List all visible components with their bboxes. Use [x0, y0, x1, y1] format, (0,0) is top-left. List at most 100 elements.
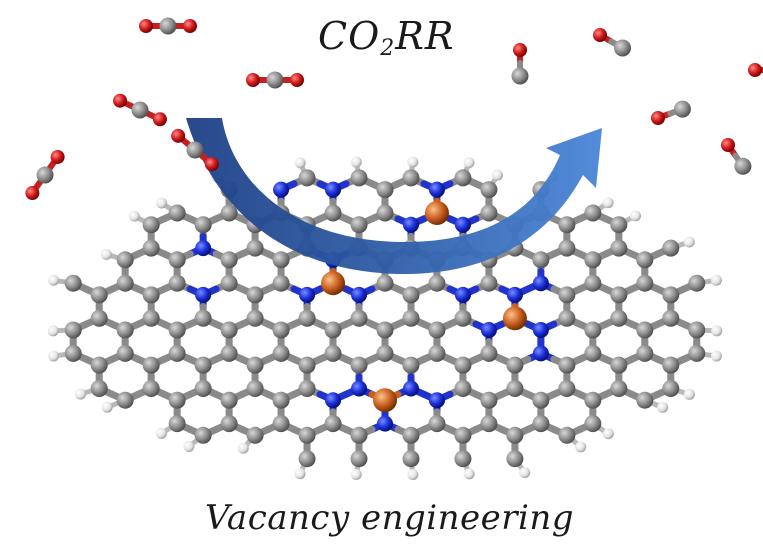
carbon-atom — [558, 356, 576, 374]
oxygen-atom — [25, 186, 40, 201]
carbon-atom — [90, 356, 108, 374]
carbon-atom — [272, 391, 290, 409]
carbon-atom — [610, 309, 628, 327]
oxygen-atom — [204, 157, 219, 172]
carbon-atom — [350, 169, 368, 187]
nitrogen-atom — [299, 286, 316, 303]
diagram-title: CO2RR — [318, 14, 455, 61]
carbon-atom — [298, 356, 316, 374]
carbon-atom — [662, 239, 680, 257]
carbon-atom — [480, 204, 498, 222]
co2-molecule — [139, 17, 197, 35]
oxygen-atom — [290, 73, 304, 87]
carbon-atom — [64, 274, 82, 292]
nitrogen-atom — [195, 286, 212, 303]
carbon-atom — [376, 344, 394, 362]
carbon-atom — [168, 415, 186, 433]
carbon-atom — [558, 309, 576, 327]
carbon-atom — [454, 426, 472, 444]
carbon-atom — [610, 380, 628, 397]
carbon-atom — [246, 309, 264, 327]
carbon-atom — [636, 274, 654, 292]
carbon-atom — [376, 274, 394, 292]
oxygen-atom — [748, 63, 762, 77]
co2-molecule — [25, 149, 65, 201]
carbon-atom — [532, 251, 550, 269]
nitrogen-atom — [325, 181, 342, 198]
carbon-atom — [298, 309, 316, 327]
carbon-atom — [220, 415, 238, 433]
nitrogen-atom — [480, 322, 497, 338]
co-molecule — [748, 63, 763, 77]
carbon-atom — [324, 415, 342, 433]
carbon-atom — [584, 251, 602, 269]
co2-molecule — [246, 71, 304, 89]
carbon-atom — [220, 204, 238, 222]
carbon-atom — [194, 309, 212, 327]
carbon-atom — [558, 286, 576, 304]
carbon-atom — [266, 71, 284, 89]
carbon-atom — [272, 251, 290, 269]
nitrogen-atom — [454, 216, 471, 233]
carbon-atom — [376, 181, 394, 199]
metal-atom — [321, 271, 346, 296]
carbon-atom — [662, 356, 680, 374]
hydrogen-atom — [519, 467, 531, 479]
co-molecule — [593, 28, 632, 57]
diagram-caption: Vacancy engineering — [205, 498, 575, 538]
carbon-atom — [532, 415, 550, 433]
nitrogen-atom — [532, 322, 549, 338]
hydrogen-atom — [407, 469, 419, 481]
hydrogen-atom — [48, 350, 60, 362]
carbon-atom — [636, 251, 654, 269]
hydrogen-atom — [407, 156, 419, 168]
carbon-atom — [662, 286, 680, 304]
carbon-atom — [220, 391, 238, 409]
carbon-atom — [272, 415, 290, 433]
carbon-atom — [584, 391, 602, 409]
co-molecule — [721, 138, 752, 175]
oxygen-atom — [593, 28, 607, 42]
carbon-atom — [636, 391, 654, 409]
oxygen-atom — [152, 112, 167, 127]
carbon-atom — [168, 321, 186, 339]
carbon-atom — [428, 274, 446, 292]
carbon-atom — [402, 356, 420, 374]
nitrogen-atom — [402, 380, 419, 397]
carbon-atom — [142, 356, 160, 374]
carbon-atom — [688, 321, 706, 339]
carbon-atom — [662, 380, 680, 397]
carbon-atom — [64, 344, 82, 362]
carbon-atom — [220, 251, 238, 269]
hydrogen-atom — [74, 388, 86, 400]
metal-atom — [502, 306, 527, 331]
carbon-atom — [454, 450, 472, 468]
carbon-atom — [610, 356, 628, 374]
hydrogen-atom — [101, 401, 113, 413]
carbon-atom — [272, 274, 290, 292]
carbon-atom — [506, 356, 524, 374]
nitrogen-atom — [402, 216, 419, 233]
carbon-atom — [220, 344, 238, 362]
carbon-atom — [159, 17, 177, 35]
oxygen-atom — [171, 128, 186, 143]
carbon-atom — [614, 39, 632, 57]
oxygen-atom — [651, 111, 665, 125]
carbon-atom — [636, 344, 654, 362]
hydrogen-atom — [156, 197, 168, 209]
carbon-atom — [350, 216, 368, 234]
carbon-atom — [194, 356, 212, 374]
carbon-atom — [480, 391, 498, 409]
hydrogen-atom — [491, 169, 503, 181]
hydrogen-atom — [155, 427, 167, 439]
oxygen-atom — [50, 149, 65, 164]
carbon-atom — [194, 216, 212, 234]
carbon-atom — [90, 286, 108, 304]
carbon-atom — [131, 101, 149, 119]
carbon-atom — [168, 391, 186, 409]
carbon-atom — [90, 309, 108, 327]
carbon-atom — [584, 321, 602, 339]
nitrogen-atom — [377, 415, 393, 432]
carbon-atom — [673, 100, 691, 118]
